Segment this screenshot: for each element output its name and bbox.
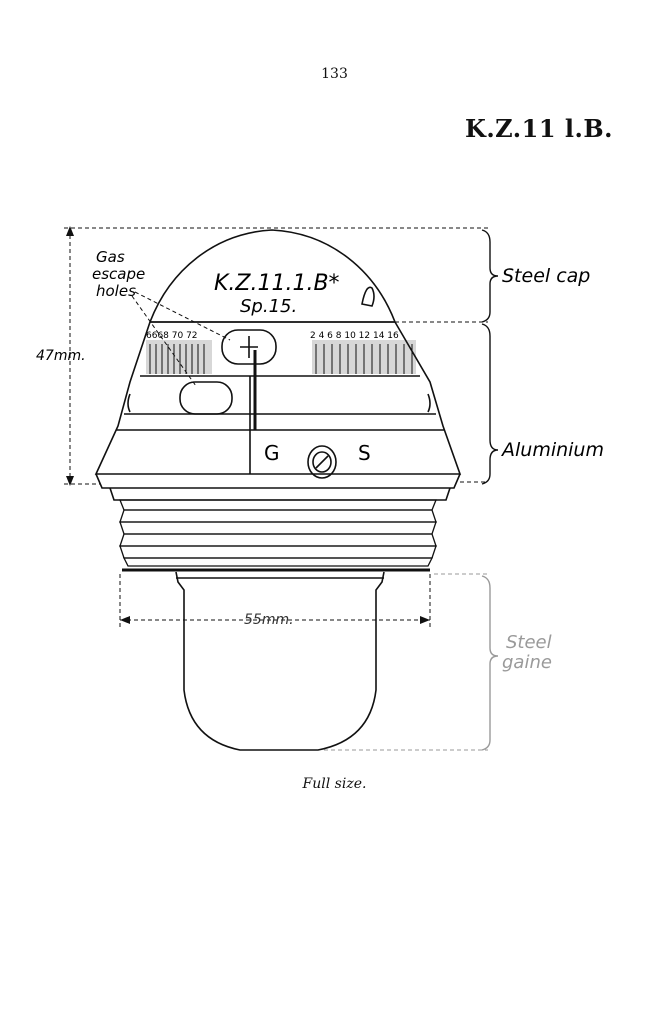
setting-screw bbox=[307, 445, 337, 479]
gas-hole-upper bbox=[221, 329, 277, 365]
letter-s: S bbox=[358, 441, 371, 465]
figure-caption: Full size. bbox=[302, 776, 367, 792]
letter-g: G bbox=[264, 441, 280, 465]
label-aluminium: Aluminium bbox=[500, 439, 604, 461]
brace-steel-cap bbox=[481, 229, 499, 323]
steel-gaine-outline bbox=[175, 571, 385, 751]
thread bbox=[119, 499, 437, 567]
page-number: 133 bbox=[321, 66, 348, 82]
brace-aluminium bbox=[481, 323, 499, 485]
label-steel-gaine-line1: Steel bbox=[506, 632, 552, 653]
gas-label-line1: Gas bbox=[96, 248, 125, 266]
scale-right: 2 4 6 8 10 12 14 16 bbox=[310, 331, 399, 341]
gas-hole-lower bbox=[179, 381, 233, 415]
scale-left: 6668 70 72 bbox=[146, 331, 198, 341]
cap-marking-line1: K.Z.11.1.B* bbox=[214, 271, 340, 296]
label-steel-cap: Steel cap bbox=[502, 265, 590, 287]
cap-marking-line2: Sp.15. bbox=[240, 296, 297, 317]
gas-label-line2: escape bbox=[92, 265, 145, 283]
height-dimension: 47mm. bbox=[36, 348, 86, 364]
document-title: K.Z.11 l.B. bbox=[464, 114, 613, 143]
brace-steel-gaine bbox=[481, 575, 499, 751]
label-steel-gaine-line2: gaine bbox=[502, 652, 552, 673]
width-dimension: 55mm. bbox=[244, 612, 294, 628]
steel-cap-outline bbox=[149, 229, 396, 323]
gas-label-line3: holes bbox=[96, 282, 136, 300]
